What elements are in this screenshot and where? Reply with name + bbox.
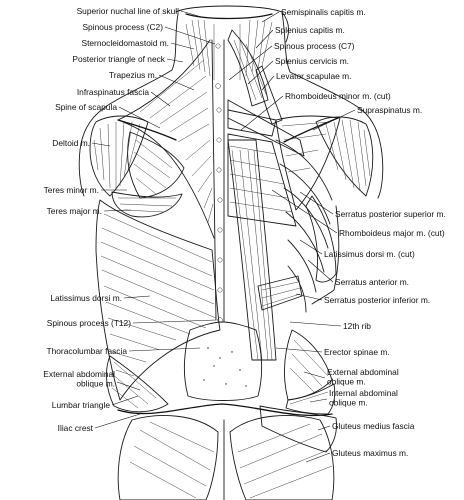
label-latissimus-dorsi-cut: Latissimus dorsi m. (cut): [324, 249, 415, 259]
leader-lines: [91, 10, 356, 463]
right-latissimus-cut: [311, 205, 340, 305]
label-semispinalis-capitis: Semispinalis capitis m.: [281, 7, 366, 17]
label-serratus-posterior-superior: Serratus posterior superior m.: [335, 209, 446, 219]
label-infraspinatus-fascia: Infraspinatus fascia: [77, 87, 149, 97]
label-gluteus-medius-fascia: Gluteus medius fascia: [332, 421, 415, 431]
right-serratus-posterior-superior: [227, 99, 305, 157]
neck-fibres: [185, 19, 273, 80]
right-internal-oblique: [285, 383, 336, 415]
right-erector-spinae: [227, 139, 277, 361]
left-infraspinatus-fibres: [133, 139, 173, 195]
label-trapezius: Trapezius m.: [109, 70, 157, 80]
left-shoulder-outline: [78, 69, 173, 197]
label-sternocleidomastoid: Sternocleidomastoid m.: [81, 38, 169, 48]
right-splenius: [227, 29, 269, 107]
label-erector-spinae: Erector spinae m.: [324, 347, 390, 357]
right-scapula: [275, 115, 341, 211]
label-supraspinatus: Supraspinatus m.: [357, 105, 422, 115]
label-spine-of-scapula: Spine of scapula: [55, 102, 117, 112]
left-teres-major: [111, 191, 183, 218]
right-ribs: [275, 139, 333, 313]
right-scapula-fibres: [281, 121, 331, 173]
right-serratus-anterior: [305, 195, 337, 283]
left-oblique-fibres: [111, 361, 157, 409]
label-deltoid: Deltoid m.: [52, 138, 90, 148]
left-infraspinatus: [127, 131, 185, 199]
label-serratus-anterior: Serratus anterior m.: [335, 277, 409, 287]
label-thoracolumbar-fascia: Thoracolumbar fascia: [46, 346, 127, 356]
right-erector-fibres: [231, 149, 273, 361]
labels-left: Superior nuchal line of skull Spinous pr…: [43, 6, 179, 433]
label-rhomboideus-major: Rhomboideus major m. (cut): [339, 228, 445, 238]
label-splenius-capitis: Splenius capitis m.: [275, 25, 345, 35]
left-latissimus-dorsi: [95, 199, 221, 401]
superior-nuchal-line-mark: [185, 13, 273, 20]
iliac-crest-line: [117, 403, 333, 417]
neck-left-edge: [171, 13, 179, 71]
left-deltoid: [89, 115, 149, 197]
label-rhomboideus-minor: Rhomboideus minor m. (cut): [285, 91, 391, 101]
serratus-posterior-inferior-fibres: [261, 281, 301, 307]
label-spinous-process-t12: Spinous process (T12): [47, 318, 131, 328]
left-trapezius-fibres: [139, 59, 214, 223]
label-teres-minor: Teres minor m.: [44, 185, 99, 195]
thoracolumbar-fascia: [183, 321, 263, 401]
labels-right: Semispinalis capitis m. Splenius capitis…: [274, 7, 446, 458]
right-external-oblique: [284, 329, 333, 401]
right-deltoid: [315, 116, 374, 197]
right-rhomboid-minor: [227, 109, 277, 137]
left-spine-of-scapula: [117, 119, 177, 141]
left-deltoid-fibres: [93, 121, 141, 190]
right-rhomboid-major: [227, 133, 297, 227]
label-serratus-posterior-inferior: Serratus posterior inferior m.: [324, 295, 430, 305]
gluteus-medius-fascia-region: [259, 405, 337, 453]
gluteus-fibres: [129, 421, 333, 499]
right-splenius-fibres: [233, 39, 267, 101]
label-gluteus-maximus: Gluteus maximus m.: [332, 448, 408, 458]
label-lumbar-triangle: Lumbar triangle: [52, 400, 111, 410]
right-shoulder-outline: [289, 71, 384, 199]
left-gluteus-maximus: [117, 415, 219, 500]
left-teres-fibres: [118, 197, 176, 213]
right-oblique-fibres: [289, 339, 329, 405]
spinous-processes: [215, 43, 223, 323]
label-superior-nuchal-line: Superior nuchal line of skull: [77, 6, 180, 16]
fascia-stipple: [203, 347, 247, 387]
label-spinous-process-c7: Spinous process (C7): [274, 41, 355, 51]
label-levator-scapulae: Levator scapulae m.: [276, 71, 351, 81]
head-outline: [175, 5, 290, 43]
label-posterior-triangle-neck: Posterior triangle of neck: [72, 54, 165, 64]
right-spine-of-scapula: [283, 117, 339, 143]
label-spinous-process-c2: Spinous process (C2): [82, 22, 163, 32]
neck-right-edge: [281, 11, 291, 73]
label-latissimus-dorsi: Latissimus dorsi m.: [50, 293, 122, 303]
left-external-oblique: [106, 355, 169, 413]
label-teres-major: Teres major m.: [47, 206, 102, 216]
right-serratus-posterior-inferior: [257, 275, 303, 311]
right-gluteus-maximus: [229, 415, 335, 500]
body-drawing: [78, 5, 384, 500]
vertebral-midline-left: [211, 39, 217, 321]
right-rhomboid-fibres: [229, 145, 293, 213]
left-trapezius: [117, 39, 215, 239]
label-12th-rib: 12th rib: [343, 321, 371, 331]
label-splenius-cervicis: Splenius cervicis m.: [275, 56, 349, 66]
label-iliac-crest: Iliac crest: [58, 423, 94, 433]
